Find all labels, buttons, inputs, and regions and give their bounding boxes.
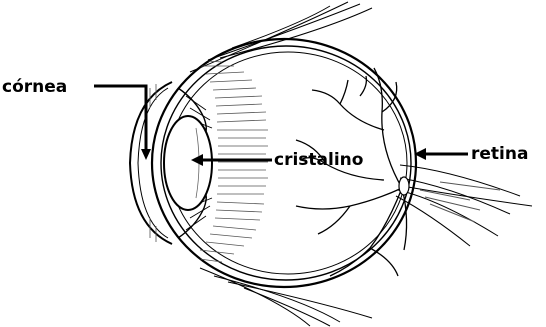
lower-muscle [244,288,330,326]
cornea-label: córnea [2,79,67,96]
cristalino-label: cristalino [274,152,363,169]
retina-label: retina [471,146,528,163]
cornea-arrowhead [141,149,151,160]
optic-nerve [396,165,532,246]
lower-muscle [228,282,372,318]
upper-muscle [220,8,372,58]
optic-disc [399,177,409,195]
lens [164,116,212,210]
